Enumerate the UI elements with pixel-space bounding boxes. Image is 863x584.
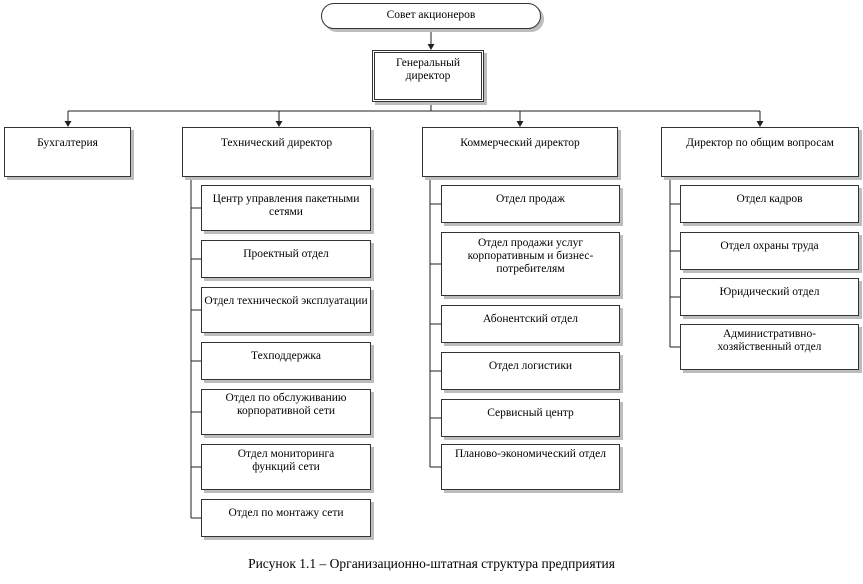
- department-label: Отдел охраны труда: [720, 240, 819, 252]
- head-technical-label: Технический директор: [220, 137, 333, 149]
- head-general: Директор по общим вопросам: [661, 127, 859, 177]
- department-box: Отдел по обслуживанию корпоративной сети: [201, 389, 371, 435]
- department-box: Административно-хозяйственный отдел: [680, 324, 859, 370]
- figure-caption: Рисунок 1.1 – Организационно-штатная стр…: [248, 556, 615, 571]
- department-box: Отдел охраны труда: [680, 232, 859, 270]
- department-label: Юридический отдел: [719, 286, 820, 298]
- department-label: Отдел продажи услуг корпоративным и бизн…: [467, 237, 594, 275]
- department-box: Отдел мониторинга функций сети: [201, 444, 371, 490]
- department-label: Планово-экономический отдел: [454, 448, 606, 460]
- arrow-head: [756, 121, 764, 127]
- arrow-head: [64, 121, 72, 127]
- department-box: Проектный отдел: [201, 240, 371, 278]
- department-label: Отдел технической эксплуатации: [204, 295, 368, 307]
- department-label: Сервисный центр: [487, 407, 574, 419]
- department-box: Отдел по монтажу сети: [201, 499, 371, 537]
- department-box: Отдел логистики: [441, 352, 620, 390]
- department-label: Отдел продаж: [496, 193, 565, 205]
- head-commercial-label: Коммерческий директор: [460, 137, 580, 149]
- arrow-head: [275, 121, 283, 127]
- head-general-label: Директор по общим вопросам: [686, 137, 834, 149]
- department-box: Отдел продажи услуг корпоративным и бизн…: [441, 232, 620, 296]
- department-box: Сервисный центр: [441, 399, 620, 437]
- department-label: Отдел по обслуживанию корпоративной сети: [225, 392, 347, 417]
- head-accounting: Бухгалтерия: [4, 127, 131, 177]
- department-label: Отдел мониторинга функций сети: [237, 448, 335, 473]
- ceo-label: Генеральный директор: [395, 57, 461, 82]
- head-accounting-label: Бухгалтерия: [37, 137, 98, 149]
- department-box: Абонентский отдел: [441, 305, 620, 343]
- department-label: Административно-хозяйственный отдел: [717, 328, 822, 353]
- ceo-box: Генеральный директор: [372, 50, 484, 102]
- department-box: Юридический отдел: [680, 278, 859, 316]
- shareholders-box: Совет акционеров: [321, 3, 541, 29]
- department-label: Техподдержка: [251, 350, 321, 362]
- department-label: Отдел по монтажу сети: [228, 507, 344, 519]
- head-commercial: Коммерческий директор: [422, 127, 618, 177]
- department-label: Отдел логистики: [488, 360, 573, 372]
- arrow-head: [516, 121, 524, 127]
- department-label: Абонентский отдел: [483, 313, 578, 325]
- head-technical: Технический директор: [182, 127, 371, 177]
- department-label: Центр управления пакетными сетями: [212, 193, 360, 218]
- department-box: Отдел технической эксплуатации: [201, 287, 371, 333]
- department-label: Проектный отдел: [243, 248, 329, 260]
- department-box: Отдел кадров: [680, 185, 859, 223]
- arrow-head: [427, 44, 435, 50]
- department-box: Планово-экономический отдел: [441, 444, 620, 490]
- shareholders-label: Совет акционеров: [386, 9, 476, 21]
- department-box: Техподдержка: [201, 342, 371, 380]
- department-box: Центр управления пакетными сетями: [201, 185, 371, 231]
- department-label: Отдел кадров: [736, 193, 803, 205]
- department-box: Отдел продаж: [441, 185, 620, 223]
